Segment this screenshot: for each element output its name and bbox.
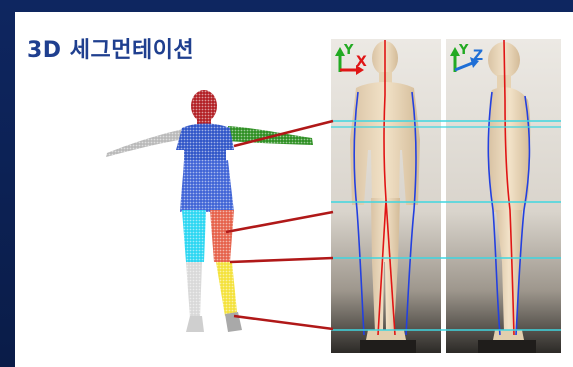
mesh-overlay	[210, 210, 234, 262]
mesh-overlay	[191, 90, 217, 122]
mesh-overlay	[180, 160, 234, 212]
front-axis-x-label: X	[356, 54, 367, 70]
side-view-panel	[446, 39, 561, 353]
segment-right-arm	[106, 128, 190, 157]
side-axis-y-label: Y	[458, 43, 469, 58]
segment-thighs	[182, 210, 234, 262]
mesh-overlay	[216, 262, 237, 316]
mesh-overlay	[182, 210, 206, 262]
point-cloud-body	[106, 90, 313, 332]
connector-ankle	[234, 316, 333, 329]
segment-lower-legs	[186, 262, 242, 332]
side-axis-z-label: Z	[473, 48, 483, 64]
front-axis-y-label: Y	[343, 43, 354, 58]
connector-knee	[230, 258, 333, 262]
connector-lines	[226, 121, 333, 329]
connector-hip	[226, 212, 333, 232]
front-view-panel	[331, 39, 441, 353]
segment-torso	[176, 124, 234, 213]
